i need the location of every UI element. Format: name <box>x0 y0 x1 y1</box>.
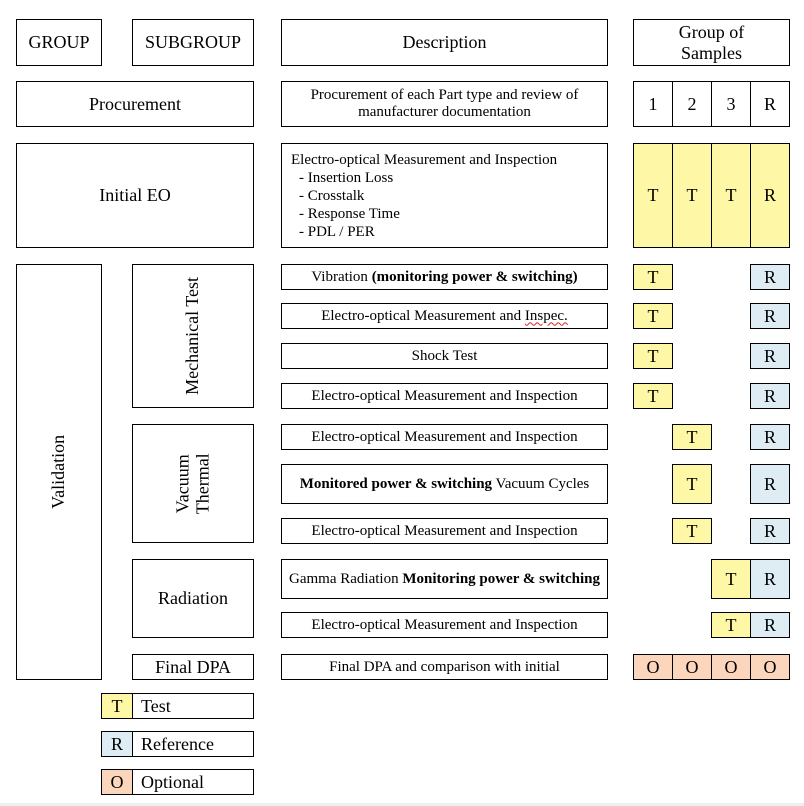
legend-key-test: T <box>101 693 133 719</box>
sample-col-r: R <box>750 81 790 127</box>
rad-gamma-t: T <box>711 559 751 599</box>
rad-eo-t: T <box>711 612 751 638</box>
initial-eo-item: - Insertion Loss <box>299 169 394 186</box>
mech-row-eo-pre: Electro-optical Measurement and <box>321 307 525 324</box>
vac-eo-1-t: T <box>672 424 712 450</box>
vac-eo-2-t: T <box>672 518 712 544</box>
rad-row-gamma-bold: Monitoring power & switching <box>402 570 600 587</box>
vacuum-label-line2: Thermal <box>191 453 212 514</box>
initial-eo-cell-3: T <box>711 143 751 248</box>
final-dpa-cell-1: O <box>633 654 673 680</box>
mech-shock-r: R <box>750 343 790 369</box>
vac-cycles-t: T <box>672 464 712 504</box>
procurement-desc-line2: manufacturer documentation <box>358 104 531 120</box>
final-dpa-cell-r: O <box>750 654 790 680</box>
bottom-edge <box>0 803 804 806</box>
sample-col-2: 2 <box>672 81 712 127</box>
rad-eo-r: R <box>750 612 790 638</box>
final-dpa-cell-2: O <box>672 654 712 680</box>
initial-eo-desc-title: Electro-optical Measurement and Inspecti… <box>291 151 558 168</box>
mech-row-eo-squig: Inspec. <box>524 307 568 324</box>
final-dpa-cell-3: O <box>711 654 751 680</box>
rad-gamma-r: R <box>750 559 790 599</box>
mech-row-vibration: Vibration (monitoring power & switching) <box>281 264 608 290</box>
mech-row-vibration-pre: Vibration <box>311 268 372 285</box>
initial-eo-cell-1: T <box>633 143 673 248</box>
procurement-label: Procurement <box>16 81 254 127</box>
description-header: Description <box>281 19 608 66</box>
mech-eo-final-r: R <box>750 383 790 409</box>
mech-eo-r: R <box>750 303 790 329</box>
mechanical-test-subgroup: Mechanical Test <box>132 264 254 408</box>
sample-col-3: 3 <box>711 81 751 127</box>
vac-cycles-r: R <box>750 464 790 504</box>
group-header: GROUP <box>16 19 102 66</box>
legend-key-reference: R <box>101 731 133 757</box>
validation-label: Validation <box>48 434 69 509</box>
mech-eo-final-t: T <box>633 383 673 409</box>
radiation-subgroup: Radiation <box>132 559 254 638</box>
mech-row-eo-inspec: Electro-optical Measurement and Inspec. <box>281 303 608 329</box>
rad-row-gamma-pre: Gamma Radiation <box>289 570 403 587</box>
procurement-desc-line1: Procurement of each Part type and review… <box>310 87 579 104</box>
mechanical-test-label: Mechanical Test <box>182 277 203 395</box>
vac-row-cycles-post: Vacuum Cycles <box>492 475 590 492</box>
legend-label-test: Test <box>132 693 254 719</box>
legend-label-optional: Optional <box>132 769 254 795</box>
mech-shock-t: T <box>633 343 673 369</box>
legend-key-optional: O <box>101 769 133 795</box>
vac-row-eo-2: Electro-optical Measurement and Inspecti… <box>281 518 608 544</box>
initial-eo-description: Electro-optical Measurement and Inspecti… <box>281 143 608 248</box>
initial-eo-label: Initial EO <box>16 143 254 248</box>
legend-label-reference: Reference <box>132 731 254 757</box>
mech-row-eo-final: Electro-optical Measurement and Inspecti… <box>281 383 608 409</box>
validation-group: Validation <box>16 264 102 680</box>
vac-row-cycles: Monitored power & switching Vacuum Cycle… <box>281 464 608 504</box>
mech-vibration-r: R <box>750 264 790 290</box>
samples-header: Group of Samples <box>633 19 790 66</box>
samples-header-line2: Samples <box>681 42 742 63</box>
vac-eo-2-r: R <box>750 518 790 544</box>
mech-row-shock: Shock Test <box>281 343 608 369</box>
mech-row-vibration-bold: (monitoring power & switching) <box>371 268 578 285</box>
samples-header-line1: Group of <box>678 22 745 43</box>
procurement-description: Procurement of each Part type and review… <box>281 81 608 127</box>
vac-row-eo-1: Electro-optical Measurement and Inspecti… <box>281 424 608 450</box>
final-dpa-subgroup: Final DPA <box>132 654 254 680</box>
initial-eo-item: - PDL / PER <box>299 223 375 240</box>
initial-eo-item: - Crosstalk <box>299 187 365 204</box>
initial-eo-item: - Response Time <box>299 205 400 222</box>
sample-col-1: 1 <box>633 81 673 127</box>
vac-row-cycles-bold: Monitored power & switching <box>299 475 493 492</box>
rad-row-gamma: Gamma Radiation Monitoring power & switc… <box>281 559 608 599</box>
rad-row-eo: Electro-optical Measurement and Inspecti… <box>281 612 608 638</box>
initial-eo-cell-r: R <box>750 143 790 248</box>
initial-eo-cell-2: T <box>672 143 712 248</box>
mech-eo-t: T <box>633 303 673 329</box>
mech-vibration-t: T <box>633 264 673 290</box>
vacuum-label-line1: Vacuum <box>172 454 193 513</box>
subgroup-header: SUBGROUP <box>132 19 254 66</box>
final-dpa-description: Final DPA and comparison with initial <box>281 654 608 680</box>
vac-eo-1-r: R <box>750 424 790 450</box>
